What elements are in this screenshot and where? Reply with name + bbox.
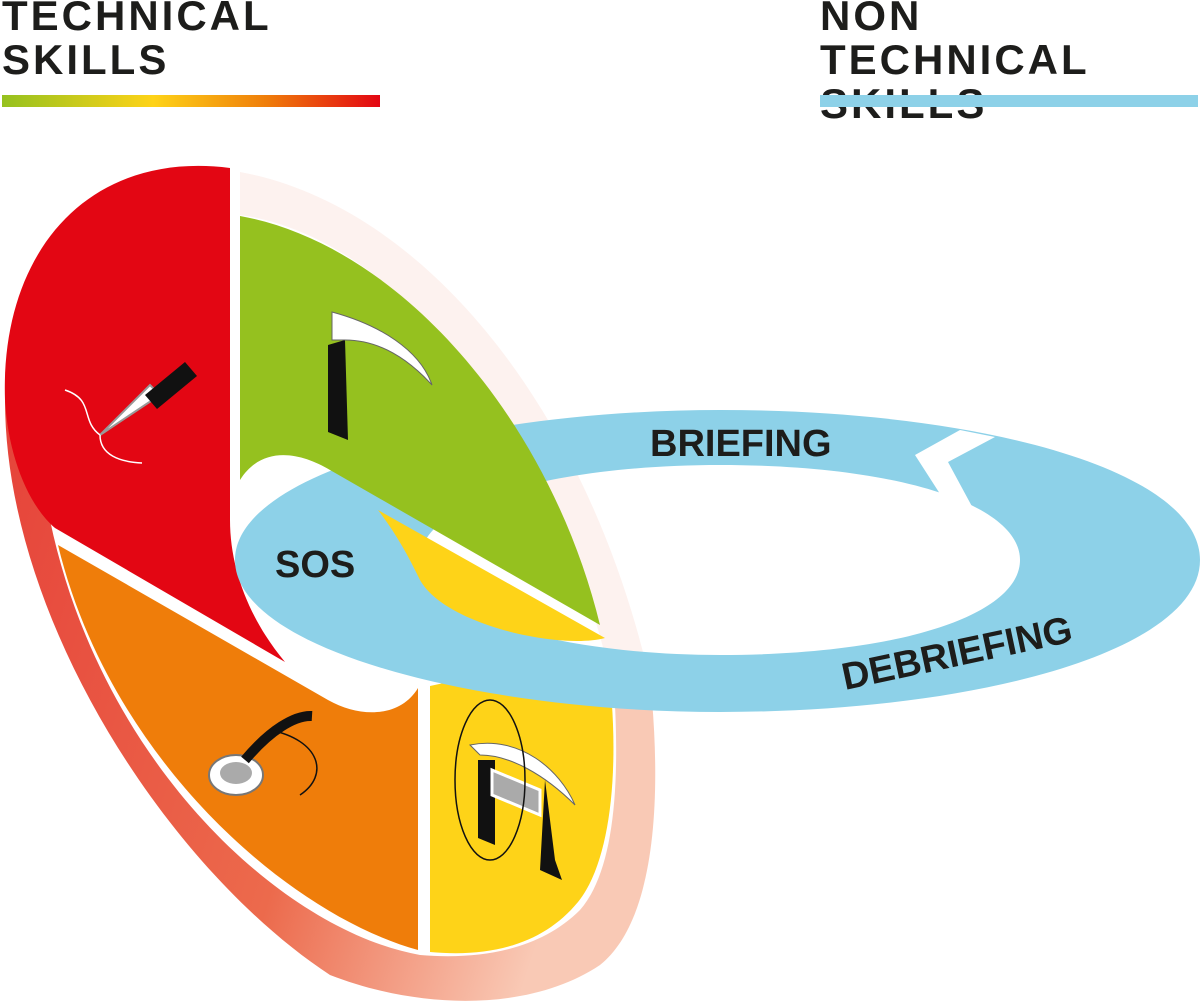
segment-yellow-upper (378, 510, 605, 641)
heading-line: NON TECHNICAL (820, 0, 1090, 83)
segment-red (4, 165, 285, 662)
label-briefing: BRIEFING (650, 423, 832, 465)
non-technical-skills-heading: NON TECHNICAL SKILLS (820, 0, 1200, 126)
laryngoscope-icon (328, 311, 433, 440)
segment-green (240, 216, 600, 625)
heading-line: SKILLS (2, 36, 170, 83)
label-sos: SOS (275, 544, 355, 586)
technical-skills-heading: TECHNICAL SKILLS (2, 0, 272, 82)
heading-line: TECHNICAL (2, 0, 272, 39)
disk-back-rim (240, 172, 645, 660)
mask-icon (208, 711, 318, 796)
technical-gradient-bar (2, 95, 380, 107)
ring-arrow-gap (915, 430, 995, 512)
disk-outer-rim (5, 400, 656, 1001)
non-technical-bar (820, 95, 1198, 107)
segment-orange (58, 545, 418, 950)
videolaryngoscope-icon (454, 699, 576, 880)
scalpel-icon (64, 362, 197, 464)
